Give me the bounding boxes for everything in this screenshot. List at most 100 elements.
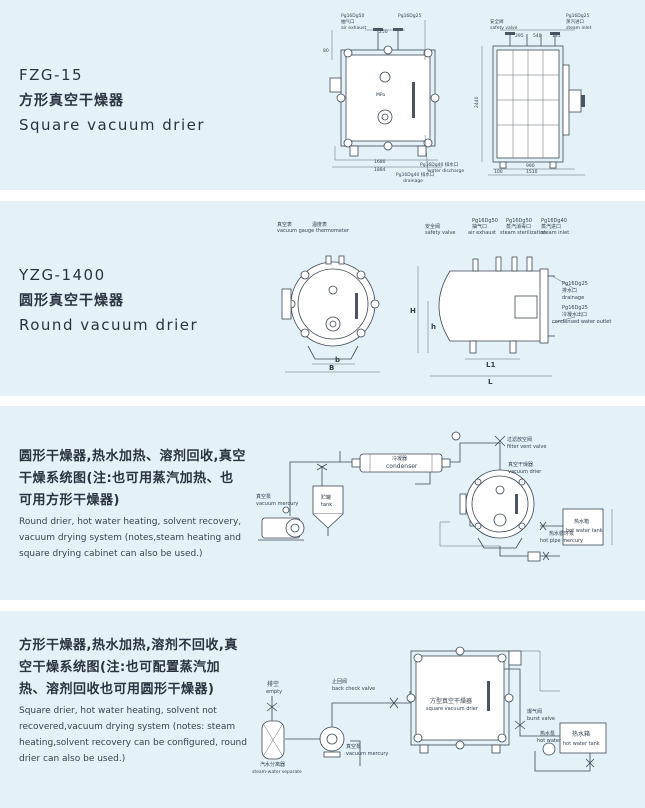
system-desc-en: Round drier, hot water heating, solvent …: [19, 517, 242, 559]
system-title-cn: 方形干燥器,热水加热,溶剂不回收,真空干燥系统图(注:也可配置蒸汽加热、溶剂回收…: [19, 638, 238, 697]
round-drier-drawing: 真空表 温度表 vacuum gauge thermometer b B 安全阀: [277, 218, 611, 386]
panel-square-vacuum-drier: FZG-15 方形真空干燥器 Square vacuum drier: [0, 0, 645, 190]
gauge-cn-label: 真空表: [277, 221, 292, 228]
cond-en-label: condensed water outlet: [552, 319, 611, 325]
square-drier-drawing: Pg16Dg50 抽气口 air exhaust Pg16Dg25 250 80…: [323, 13, 592, 184]
pg-top-label: Pg16Dg25: [398, 13, 421, 19]
side-view: [481, 29, 585, 176]
hwtank-en-label: hot water tank: [566, 528, 603, 534]
safety-en-label: safety valve: [490, 25, 518, 31]
panel-round-vacuum-drier: YZG-1400 圆形真空干燥器 Round vacuum drier 真空表 …: [0, 201, 645, 396]
dim-1680: 1680: [374, 159, 386, 165]
inlet-cn-label: 蒸汽进口: [541, 223, 561, 230]
side-view: [417, 256, 576, 377]
burst-en-label: burst valve: [527, 716, 555, 722]
dim-80: 80: [323, 48, 329, 54]
storage-tank: [312, 485, 344, 536]
pump-en-label: vacuum mercury: [346, 751, 388, 757]
hwp-cn-label: 热水泵: [540, 730, 555, 737]
filter-vent-valve: [494, 435, 506, 447]
safety-en-label: safety valve: [425, 230, 455, 236]
square-en-label: square vacuum drier: [426, 706, 479, 712]
drain-en-label: drainage: [562, 295, 584, 301]
hwpump-en-label: hot pipe mercury: [540, 538, 583, 544]
hot-water-tank: [559, 722, 607, 754]
vdrier-cn-label: 真空干燥器: [508, 461, 533, 468]
dim-250: 250: [379, 29, 388, 35]
system-desc-en: Square drier, hot water heating, solvent…: [19, 706, 247, 764]
square-system-diagram: 排空 empty 止回阀 back check valve 方型真空干燥器 sq…: [252, 646, 607, 775]
pg1-label: Pg16Dg50: [472, 218, 498, 224]
round-system-diagram: 过滤放空阀 filter vent valve 冷凝器 condenser 真空…: [256, 431, 613, 562]
front-view: [329, 20, 442, 173]
pg-air-label: Pg16Dg50: [341, 13, 364, 19]
safety-cn-label: 安全阀: [425, 223, 440, 230]
hwtank-cn-label: 热水箱: [574, 518, 589, 525]
pump-en-label: vacuum mercury: [256, 501, 298, 507]
model-code: YZG-1400: [19, 266, 106, 284]
mpa-label: MPa: [376, 92, 385, 98]
inlet-en-label: steam inlet: [541, 230, 569, 236]
pg-drain-label: Pg16Dg40 排水口: [396, 171, 434, 178]
air-cn-label: 抽气口: [341, 18, 355, 25]
drain-en-label: drainage: [403, 178, 423, 184]
back-check-valve: [389, 697, 399, 709]
dim-B: B: [329, 364, 334, 372]
hwpump-cn-label: 热水循环泵: [549, 530, 574, 537]
safety-cn-label: 安全阀: [490, 18, 504, 25]
vdrier-en-label: vacuum drier: [508, 469, 542, 475]
tank-en-label: tank: [321, 502, 332, 508]
condenser-en-label: condenser: [386, 463, 418, 470]
air-cn-label: 抽气口: [472, 223, 487, 230]
empty-en-label: empty: [266, 689, 282, 695]
system-title-cn: 圆形干燥器,热水加热、溶剂回收,真空干燥系统图(注:也可用蒸汽加热、也可用方形干…: [19, 449, 246, 508]
cond-cn-label: 冷凝水出口: [562, 311, 587, 318]
check-cn-label: 止回阀: [332, 678, 347, 685]
square-cn-label: 方型真空干燥器: [430, 697, 472, 705]
system-description: 方形干燥器,热水加热,溶剂不回收,真空干燥系统图(注:也可配置蒸汽加热、溶剂回收…: [19, 635, 247, 767]
system-description: 圆形干燥器,热水加热、溶剂回收,真空干燥系统图(注:也可用蒸汽加热、也可用方形干…: [19, 446, 247, 562]
dim-L: L: [488, 378, 493, 386]
hwtank-en-label: hot water tank: [563, 741, 600, 747]
burst-cn-label: 爆气阀: [527, 708, 542, 715]
dim-540: 540: [533, 33, 542, 39]
title-block: YZG-1400 圆形真空干燥器 Round vacuum drier: [19, 266, 198, 334]
water-en-label: water discharge: [428, 168, 464, 174]
air-en-label: air exhaust: [468, 230, 496, 236]
check-en-label: back check valve: [332, 686, 375, 692]
pump-cn-label: 真空泵: [256, 493, 271, 500]
condenser-cn-label: 冷凝器: [392, 455, 407, 462]
product-name-cn: 方形真空干燥器: [19, 93, 124, 109]
hwp-en-label: hot water: [537, 738, 562, 744]
panel-round-drier-system: 圆形干燥器,热水加热、溶剂回收,真空干燥系统图(注:也可用蒸汽加热、也可用方形干…: [0, 406, 645, 600]
model-code: FZG-15: [19, 66, 84, 84]
drain-cn-label: 排水口: [562, 287, 577, 294]
pump-cn-label: 真空泵: [346, 743, 361, 750]
dim-100: 100: [494, 169, 503, 175]
hot-water-pump: [542, 742, 556, 756]
hot-water-tank: [562, 508, 613, 546]
sep-en-label: steam-water separate: [252, 769, 302, 775]
tank-cn-label: 贮罐: [321, 494, 331, 501]
thermo-cn-label: 温度表: [312, 221, 327, 228]
sep-cn-label: 汽水分离器: [260, 761, 285, 768]
dim-1510: 1510: [526, 169, 538, 175]
dim-1884: 1884: [374, 167, 386, 173]
square-drier: [406, 646, 522, 754]
dim-295: 295: [515, 33, 524, 39]
pg-steam-label: Pg16Dg25: [566, 13, 589, 19]
pg4-label: Pg16Dg25: [562, 281, 588, 287]
steam-en-label: steam sterilization: [500, 230, 546, 236]
dim-H: H: [410, 307, 416, 315]
pg5-label: Pg16Dg25: [562, 305, 588, 311]
title-block: FZG-15 方形真空干燥器 Square vacuum drier: [19, 66, 205, 134]
gauge-en-label: vacuum gauge thermometer: [277, 228, 350, 234]
steam-cn-label: 蒸汽进口: [566, 18, 584, 25]
dim-b: b: [335, 356, 340, 364]
product-name-cn: 圆形真空干燥器: [19, 293, 124, 309]
dim-h: h: [431, 323, 436, 331]
product-name-en: Square vacuum drier: [19, 116, 206, 134]
vacuum-pump: [258, 517, 305, 541]
dim-L1: L1: [486, 361, 495, 369]
steam-water-separator: [261, 720, 285, 760]
